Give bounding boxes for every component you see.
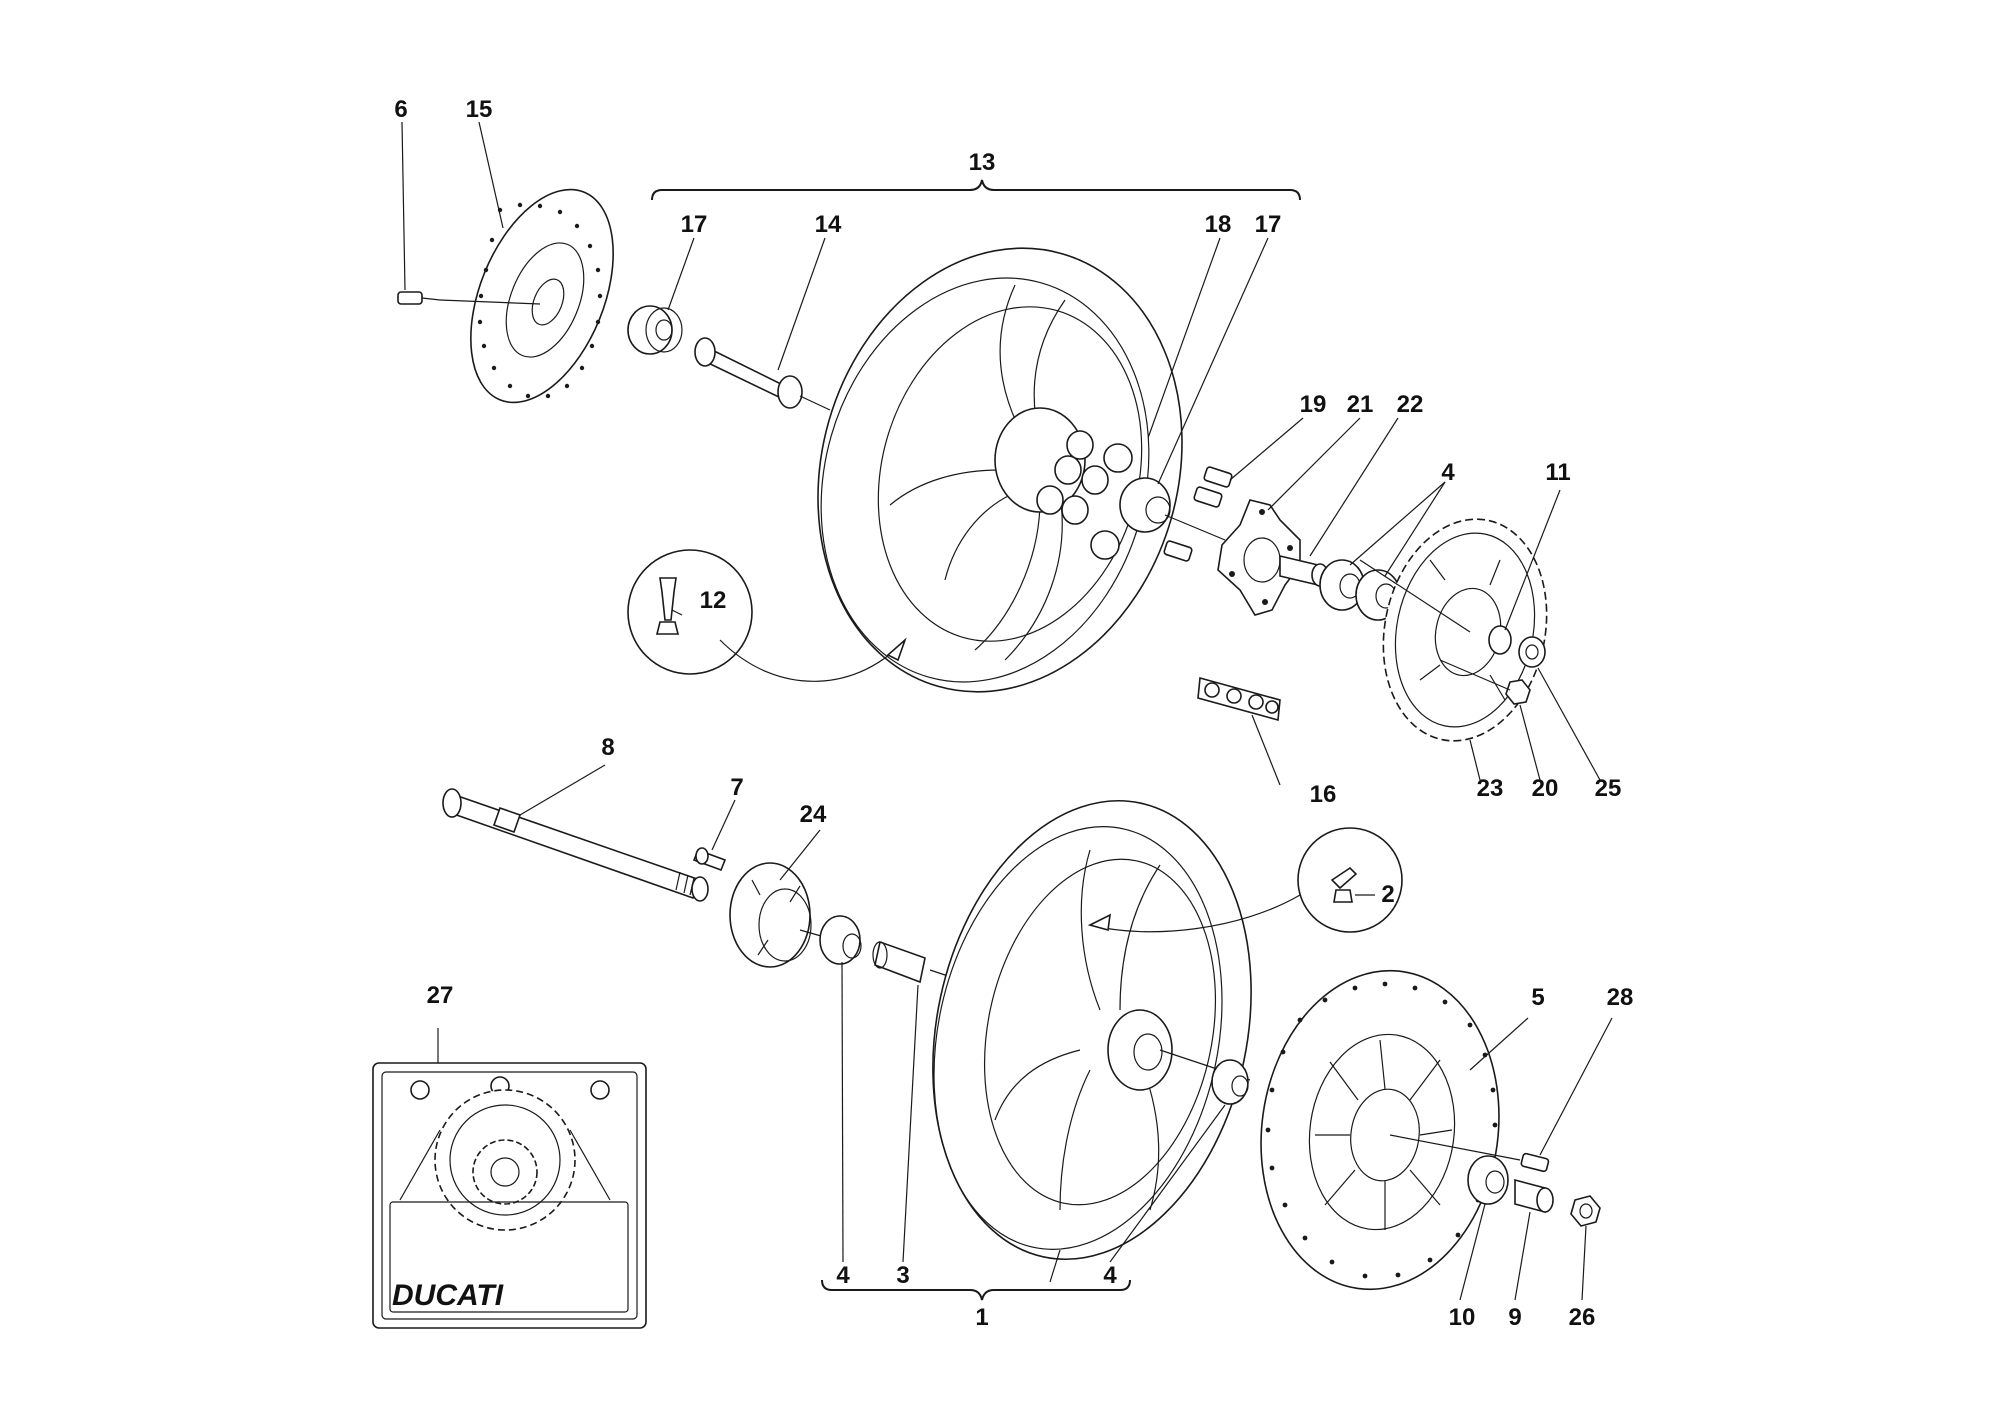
sprocket-washer [1518,636,1546,668]
front-bearing-right [1211,1059,1249,1105]
callout-16: 16 [1310,781,1337,808]
ducati-decal-panel: DUCATI [372,1062,647,1329]
callout-19: 19 [1300,391,1327,418]
callout-14: 14 [815,211,842,238]
rear-sprocket [1382,518,1548,742]
front-axle-spacer [1514,1178,1554,1214]
ducati-logo: DUCATI [392,1279,504,1312]
callout-9: 9 [1508,1304,1521,1331]
callout-17-left: 17 [681,211,708,238]
callout-23: 23 [1477,775,1504,802]
sprocket-carrier-flange [1217,499,1301,616]
callout-4-front-right: 4 [1103,1262,1117,1289]
callout-26: 26 [1569,1304,1596,1331]
front-disc-bolt [1520,1152,1550,1173]
callout-4-front-left: 4 [836,1262,850,1289]
callout-18: 18 [1205,211,1232,238]
callout-3: 3 [896,1262,909,1289]
callout-11: 11 [1545,459,1570,486]
rear-brake-disc [470,188,614,404]
front-axle-nut [1570,1195,1601,1227]
callout-8: 8 [601,734,614,761]
sprocket-carrier-shaft [1279,554,1329,587]
rear-wheel-rim [817,247,1183,693]
callout-10: 10 [1449,1304,1476,1331]
front-wheel-brace [821,1279,1131,1301]
rear-valve-inset [627,549,907,682]
front-valve-inset [1087,827,1403,933]
callout-13: 13 [969,149,996,176]
front-axle-washer [1467,1155,1509,1205]
callout-15: 15 [466,96,493,123]
front-wheel-rim [932,799,1252,1261]
callout-labels: 6 15 13 17 14 18 17 19 21 22 4 11 12 16 … [394,96,1633,1331]
callout-27: 27 [427,982,454,1009]
front-spacer-sleeve [872,940,926,984]
callout-21: 21 [1347,391,1374,418]
callout-1: 1 [975,1304,988,1331]
rear-spacer-tube [694,337,803,409]
rear-bearing-right [1119,477,1171,533]
chain-link [1197,676,1281,722]
rear-flange-studs [1163,466,1233,562]
rear-bearing-left [627,305,683,355]
callout-25: 25 [1595,775,1622,802]
callout-5: 5 [1531,984,1544,1011]
sprocket-snap-ring [1488,625,1512,655]
callout-22: 22 [1397,391,1424,418]
callout-24: 24 [800,801,827,828]
callout-6: 6 [394,96,407,123]
callout-20: 20 [1532,775,1559,802]
rear-wheel-brace [651,179,1301,201]
callout-12: 12 [700,587,727,614]
callout-2: 2 [1381,881,1394,908]
callout-28: 28 [1607,984,1634,1011]
leader-lines [401,121,1613,1301]
rear-hub-pins [1090,443,1133,560]
sprocket-nut [1505,679,1531,705]
front-left-spacer [729,862,812,968]
front-axle [442,788,709,902]
rear-disc-bolt [397,291,441,305]
callout-17-right: 17 [1255,211,1282,238]
callout-4-rear: 4 [1441,459,1455,486]
front-bearing-left [819,915,862,965]
callout-7: 7 [730,774,743,801]
front-brake-disc [1260,969,1500,1291]
axle-clamp-bolt [692,847,727,872]
